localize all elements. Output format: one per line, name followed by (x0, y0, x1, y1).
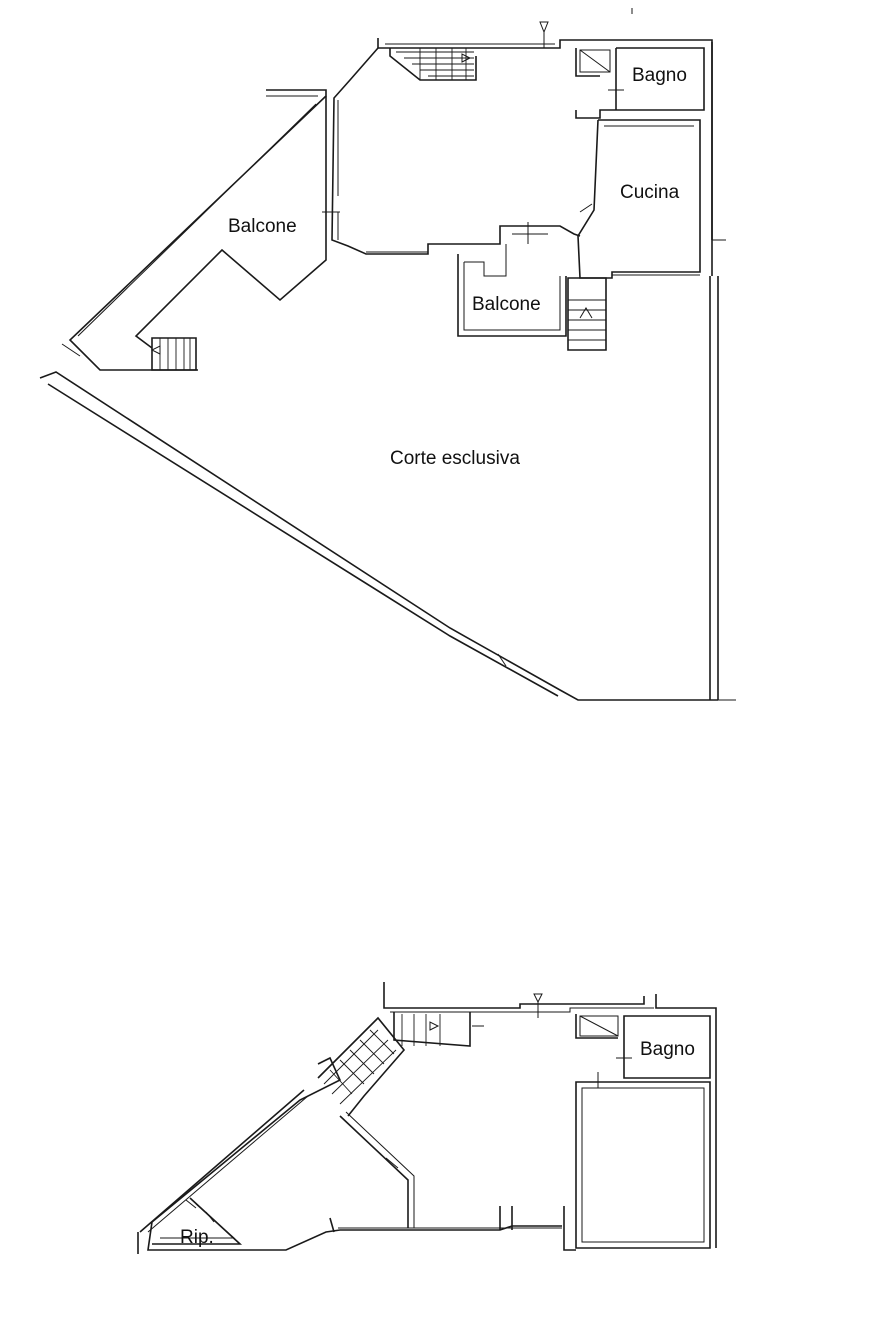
upper-balcone-left (68, 89, 327, 371)
upper-balcone-center-label: Balcone (472, 294, 541, 315)
upper-cucina-label: Cucina (620, 182, 680, 203)
upper-floor-plan (39, 8, 736, 701)
upper-side-stair (567, 277, 607, 351)
lower-top-wall (383, 982, 645, 1009)
upper-balcone-center (457, 222, 567, 337)
lower-bagno-walls (579, 1015, 711, 1079)
lower-stair (317, 1012, 471, 1117)
upper-corte-label: Corte esclusiva (390, 448, 520, 469)
upper-bagno-label: Bagno (632, 65, 687, 86)
lower-ripostiglio (152, 1197, 284, 1251)
upper-left-stair (150, 337, 197, 371)
upper-bagno-walls (575, 47, 705, 119)
lower-floor-plan (137, 982, 717, 1254)
lower-right-room-walls (575, 1081, 711, 1249)
upper-living-walls (331, 47, 581, 255)
lower-ripostiglio-label: Rip. (180, 1227, 214, 1248)
upper-entry-stair (389, 48, 477, 81)
upper-balcone-left-label: Balcone (228, 216, 297, 237)
lower-entrance-arrow-icon (533, 993, 543, 1018)
upper-cucina-walls (577, 119, 701, 279)
lower-bagno-label: Bagno (640, 1039, 695, 1060)
upper-corte-outline (39, 343, 718, 701)
upper-entrance-arrow-icon (539, 21, 549, 48)
